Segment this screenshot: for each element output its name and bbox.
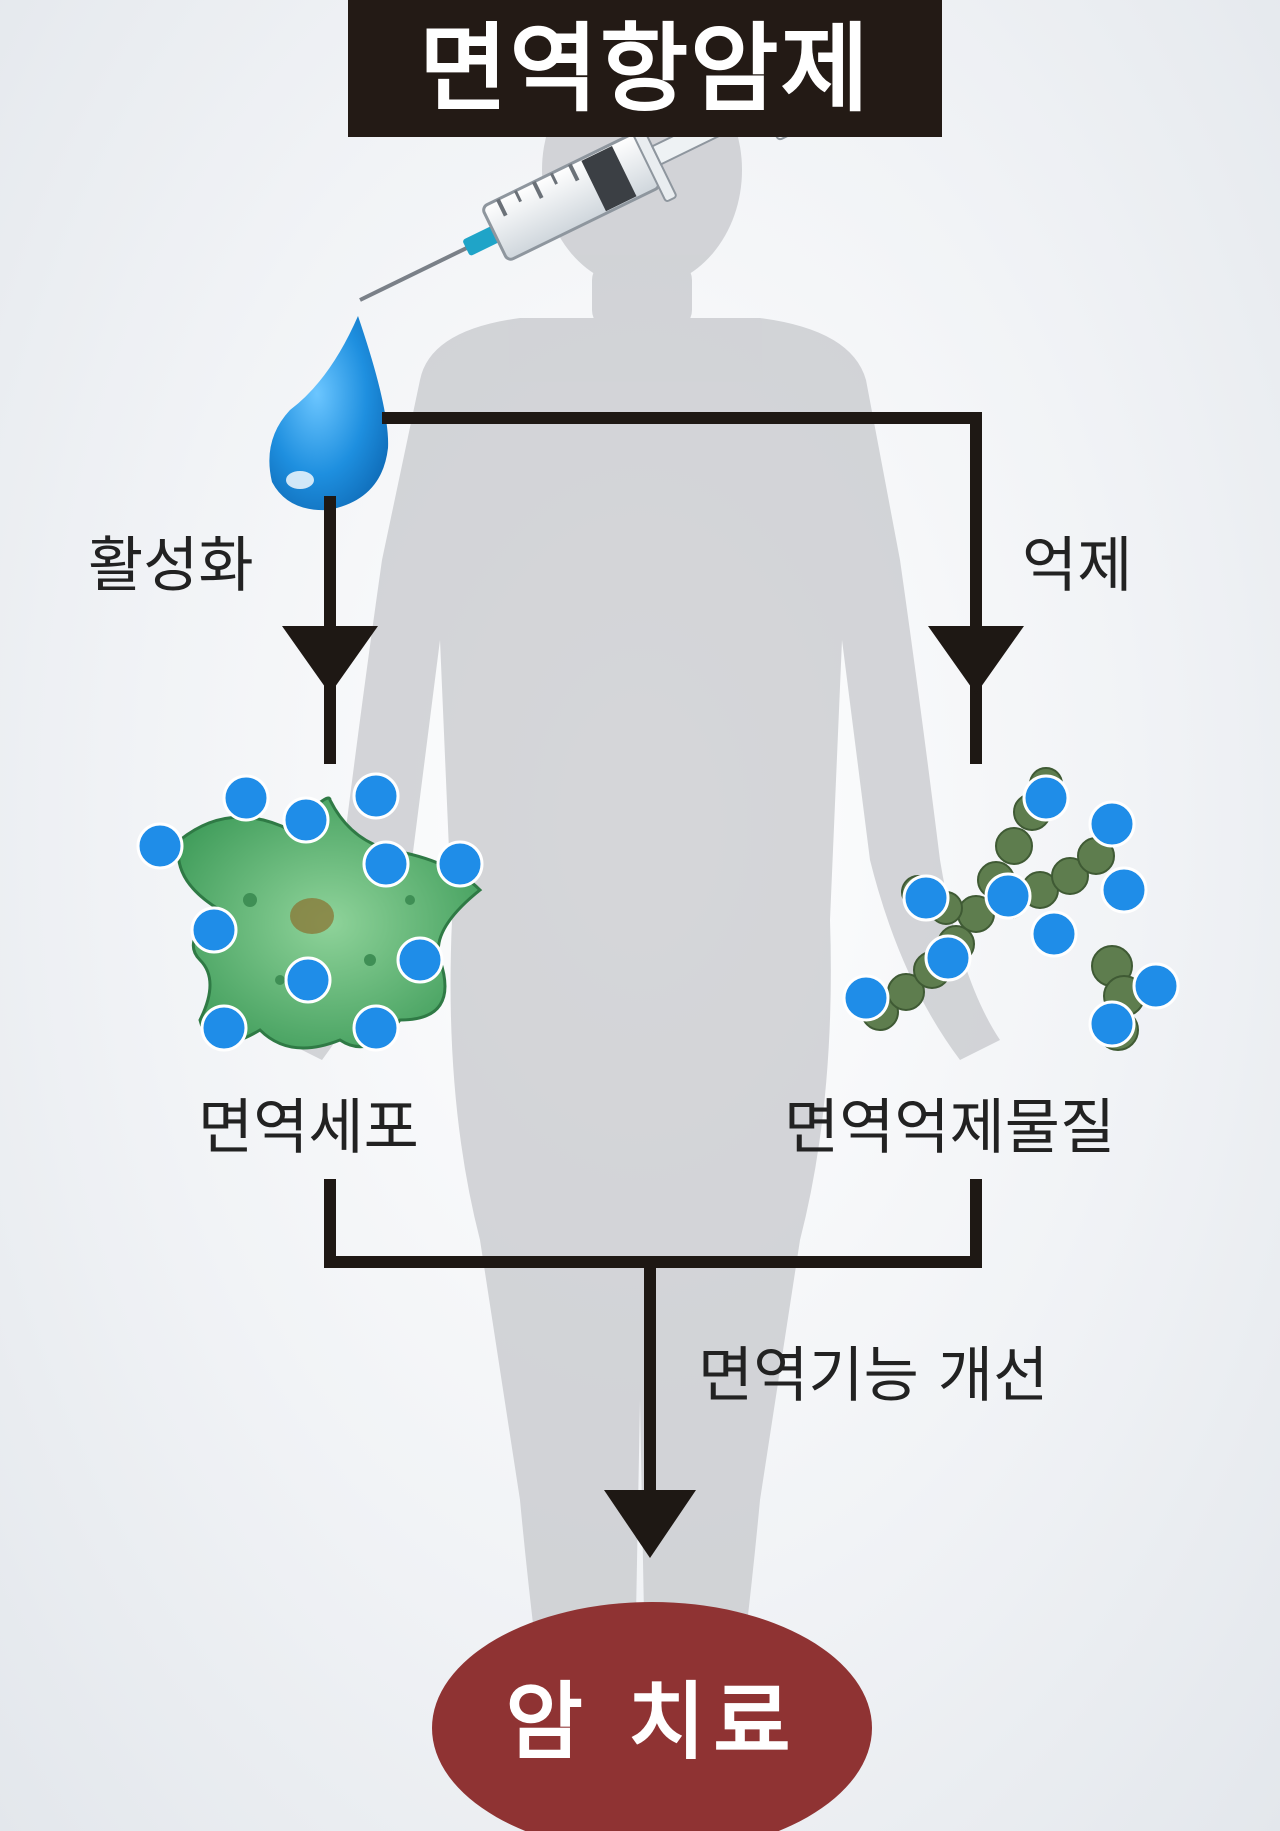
receptor-dot xyxy=(352,1004,400,1052)
receptor-dot xyxy=(362,840,410,888)
page-title: 면역항암제 xyxy=(419,12,871,125)
receptor-dot xyxy=(352,772,400,820)
receptor-dot xyxy=(200,1004,248,1052)
suppress-arrowhead xyxy=(928,626,1024,694)
receptor-dot xyxy=(1030,910,1078,958)
receptor-dot xyxy=(190,906,238,954)
receptor-dot xyxy=(1100,866,1148,914)
suppress-label: 억제 xyxy=(1022,531,1133,601)
receptor-dot xyxy=(1088,800,1136,848)
drop-icon xyxy=(269,316,389,511)
result-ellipse xyxy=(432,1602,872,1831)
receptor-dot xyxy=(436,840,484,888)
title-banner: 면역항암제 xyxy=(348,0,942,137)
receptor-dot xyxy=(222,774,270,822)
result-label: 암 치료 xyxy=(505,1673,799,1771)
receptor-dot xyxy=(136,822,184,870)
receptor-dot xyxy=(282,796,330,844)
receptor-dot xyxy=(284,956,332,1004)
receptor-dot xyxy=(1088,1000,1136,1048)
immune-cell-receptors xyxy=(136,772,484,1052)
activate-label: 활성화 xyxy=(88,531,254,601)
improve-arrowhead xyxy=(604,1490,696,1558)
receptor-dot xyxy=(1022,774,1070,822)
immune-cell-label: 면역세포 xyxy=(198,1093,419,1163)
suppressor-receptors xyxy=(842,774,1180,1048)
immune-suppressor-label: 면역억제물질 xyxy=(784,1093,1116,1163)
receptor-dot xyxy=(924,934,972,982)
drop-highlight xyxy=(286,471,314,489)
receptor-dot xyxy=(842,974,890,1022)
receptor-dot xyxy=(1132,962,1180,1010)
receptor-dot xyxy=(396,936,444,984)
receptor-dot xyxy=(902,874,950,922)
receptor-dot xyxy=(984,872,1032,920)
immune-function-improvement-label: 면역기능 개선 xyxy=(698,1341,1049,1411)
activate-arrowhead xyxy=(282,626,378,694)
